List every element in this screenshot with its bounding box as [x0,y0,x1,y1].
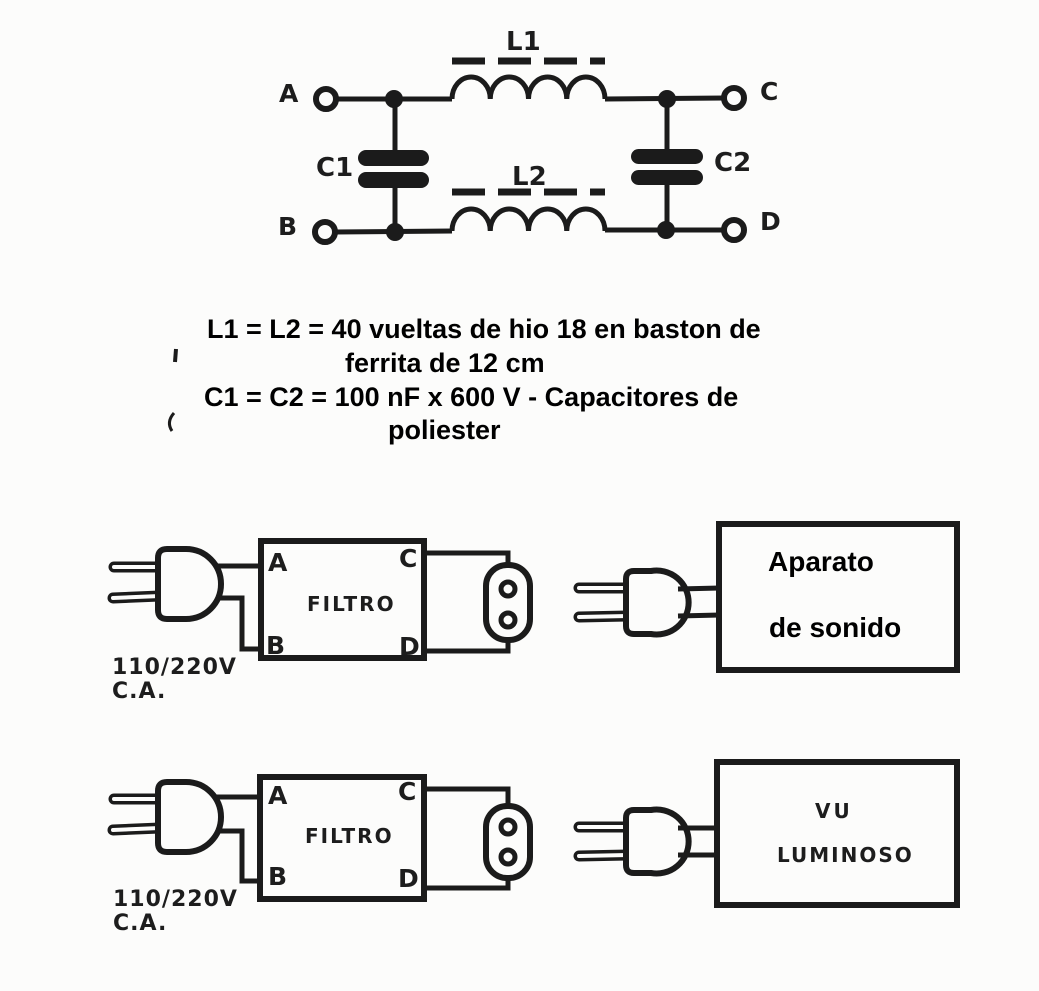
outlet-icon [483,562,533,643]
vu-device-line-2: LUMINOSO [777,843,914,867]
inductor-l1-coil [449,74,608,100]
capacitor-c2 [631,99,703,230]
hookup-sound-graphics [107,521,960,673]
power-plug-icon [107,546,224,622]
supply-ac-label: C.A. [112,679,167,704]
filter-box [258,538,427,661]
filter-terminal-c: C [398,777,417,806]
outlet-icon [483,803,533,881]
filter-box-label: FILTRO [305,824,394,848]
appliance-plug-icon [573,567,692,638]
supply-voltage-label: 110/220V [112,655,237,680]
terminal-a-circle [313,86,339,112]
inductor-l2-coil [449,206,608,232]
supply-ac-label: C.A. [113,911,168,936]
vu-device-line-1: VU [815,799,853,823]
filter-box [257,774,427,902]
terminal-c-circle [721,85,747,111]
junction-dot [657,221,675,239]
note-line-3: C1 = C2 = 100 nF x 600 V - Capacitores d… [204,382,739,412]
filter-terminal-b: B [266,631,286,660]
filter-box-label: FILTRO [307,592,396,616]
terminal-a-label: A [279,79,299,108]
scan-artifacts [167,348,178,432]
terminal-c-label: C [760,77,779,106]
appliance-plug-icon [573,806,692,877]
note-line-4: poliester [388,415,501,445]
inductor-l2-label: L2 [512,162,547,192]
junction-dot [658,90,676,108]
filter-terminal-a: A [268,781,288,810]
inductor-l1-label: L1 [506,27,541,57]
sound-device-box [716,521,960,673]
capacitor-c1-label: C1 [316,153,354,183]
filter-terminal-b: B [268,862,288,891]
junction-dot [386,223,404,241]
supply-voltage-label: 110/220V [113,887,238,912]
filter-schematic [312,57,747,245]
capacitor-c1 [358,99,429,232]
filter-terminal-a: A [268,548,288,577]
capacitor-c2-label: C2 [714,148,752,178]
junction-dot [385,90,403,108]
note-line-2: ferrita de 12 cm [345,348,545,378]
sound-device-line-2: de sonido [769,612,902,643]
terminal-d-label: D [760,207,781,236]
terminal-d-circle [721,217,747,243]
terminal-b-label: B [278,212,298,241]
vu-device-box [714,759,960,908]
terminal-b-circle [312,219,338,245]
power-plug-icon [107,779,224,855]
filter-terminal-d: D [398,864,419,893]
sound-device-line-1: Aparato [768,546,874,577]
filter-terminal-c: C [399,544,418,573]
filter-terminal-d: D [399,632,420,661]
hookup-vu-graphics [107,759,960,908]
note-line-1: L1 = L2 = 40 vueltas de hio 18 en baston… [207,314,761,344]
